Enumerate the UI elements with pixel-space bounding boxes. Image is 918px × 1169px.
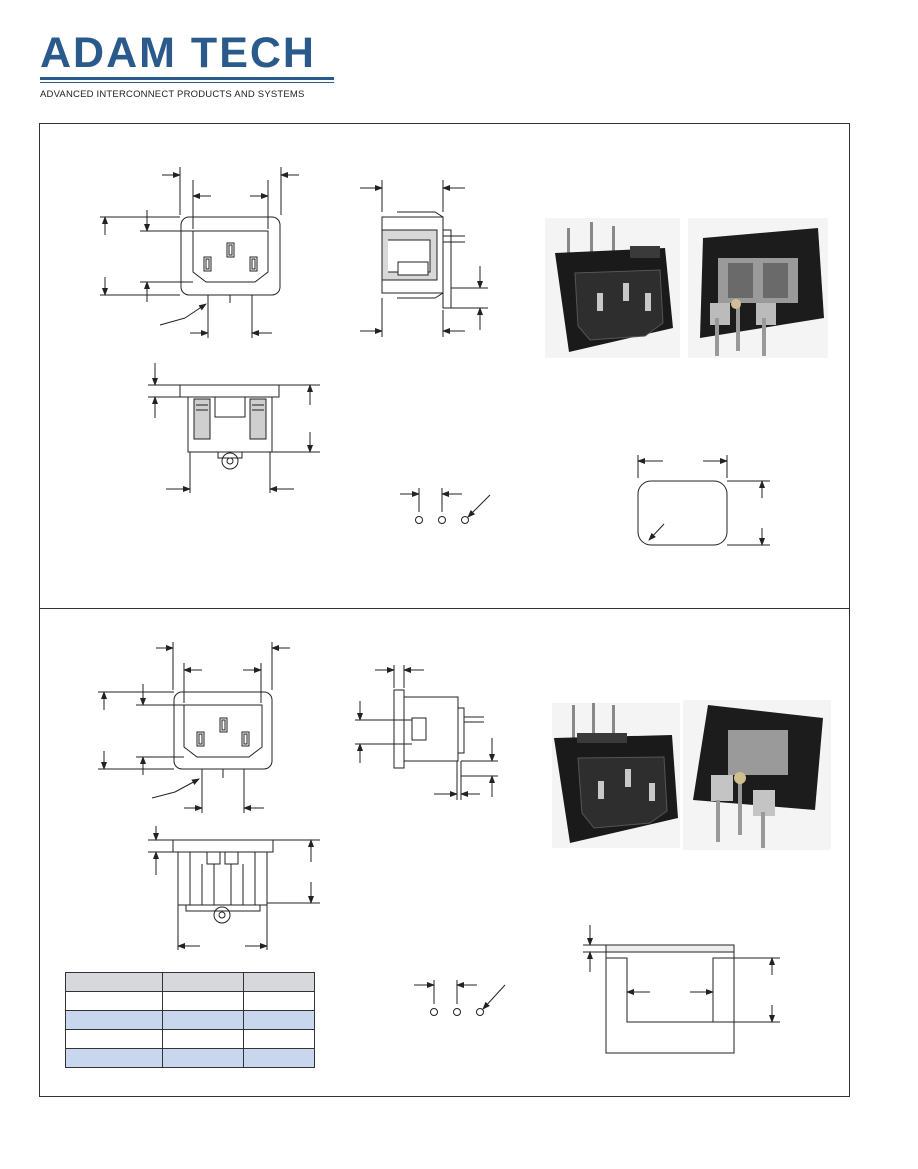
table-cell	[162, 1029, 244, 1049]
front-view-1	[100, 167, 299, 338]
panel-cutout-1	[637, 455, 770, 546]
table-row	[65, 1010, 315, 1030]
iec-inlet-front-photo-2	[552, 703, 680, 848]
table-cell	[243, 972, 315, 992]
brand-tagline: ADVANCED INTERCONNECT PRODUCTS AND SYSTE…	[40, 89, 305, 100]
logo-rule-thin	[40, 82, 334, 83]
table-cell	[243, 1048, 315, 1068]
table-row	[65, 1029, 315, 1049]
pcb-layout-1	[400, 488, 491, 524]
pcb-layout-2	[414, 980, 506, 1016]
iec-inlet-rear-photo	[688, 218, 828, 358]
drawing-panel-bottom	[39, 608, 850, 1097]
table-row	[65, 1048, 315, 1068]
table-cell	[243, 991, 315, 1011]
front-view-2	[98, 642, 290, 813]
table-cell	[65, 991, 163, 1011]
iec-inlet-rear-photo-2	[683, 700, 831, 850]
spec-table	[65, 972, 315, 1068]
top-view-1	[148, 363, 320, 493]
iec-inlet-front-photo	[545, 218, 680, 358]
table-cell	[162, 972, 244, 992]
panel-cutout-2	[583, 925, 780, 1054]
table-cell	[65, 1029, 163, 1049]
table-row	[65, 991, 315, 1011]
side-view-2	[355, 665, 498, 800]
table-cell	[162, 1048, 244, 1068]
table-row	[65, 972, 315, 992]
table-cell	[162, 1010, 244, 1030]
brand-logo: ADAM TECH ADVANCED INTERCONNECT PRODUCTS…	[40, 30, 334, 100]
table-cell	[243, 1010, 315, 1030]
top-view-2	[148, 826, 320, 950]
table-cell	[243, 1029, 315, 1049]
brand-name: ADAM TECH	[40, 29, 316, 77]
table-cell	[162, 991, 244, 1011]
table-cell	[65, 972, 163, 992]
table-cell	[65, 1048, 163, 1068]
logo-rule	[40, 77, 334, 80]
side-view-1	[360, 180, 488, 337]
table-cell	[65, 1010, 163, 1030]
